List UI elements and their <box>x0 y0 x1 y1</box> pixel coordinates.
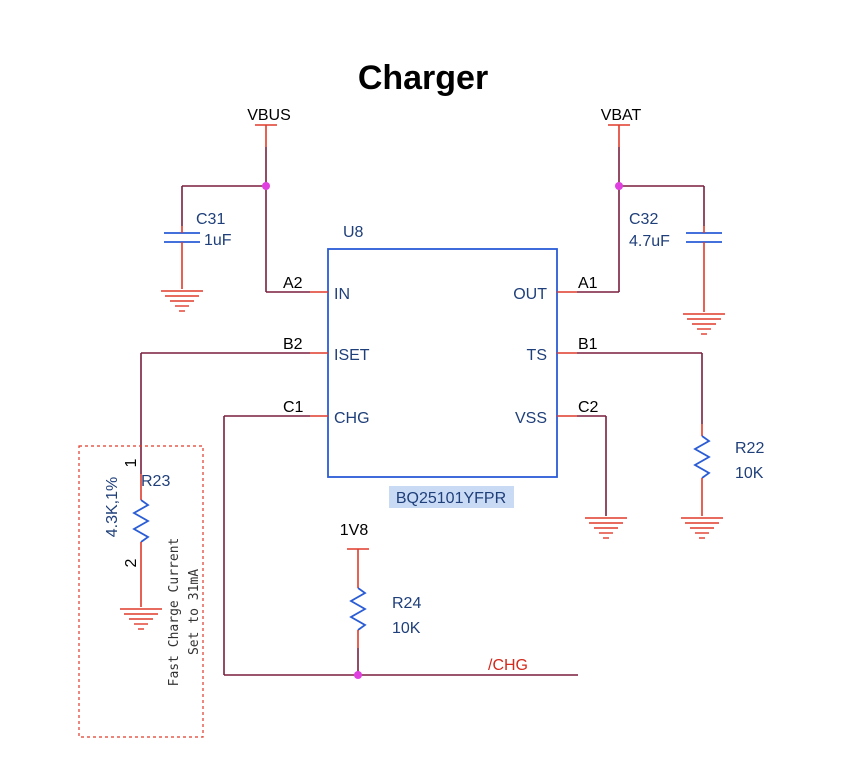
pin-c1-number: C1 <box>283 399 304 416</box>
junction-dot <box>354 671 362 679</box>
ic-ref: U8 <box>343 224 364 241</box>
ic-body <box>327 248 558 478</box>
pin-c2-name: VSS <box>515 410 547 427</box>
pin-a1-number: A1 <box>578 275 598 292</box>
resistor-r22: R22 10K <box>693 424 764 516</box>
r22-value: 10K <box>735 465 764 482</box>
vss-wires <box>577 415 607 516</box>
note-text: Fast Charge Current Set to 31mA <box>167 538 202 687</box>
c32-value: 4.7uF <box>629 233 670 250</box>
chg-net-label: /CHG <box>488 657 528 674</box>
r24-ref: R24 <box>392 595 421 612</box>
v1v8-label: 1V8 <box>340 522 369 539</box>
vbus-wires <box>181 147 310 293</box>
pin-a1-name: OUT <box>513 286 547 303</box>
ground-symbol <box>683 313 725 335</box>
c32-ref: C32 <box>629 211 658 228</box>
v1v8-power-port: 1V8 <box>340 522 369 588</box>
ground-symbol <box>161 290 203 312</box>
c31-ref: C31 <box>196 211 225 228</box>
pin-b2-number: B2 <box>283 336 303 353</box>
vbus-power-port: VBUS <box>247 107 291 147</box>
capacitor-c31: C31 1uF <box>164 211 232 289</box>
pin-c2-number: C2 <box>578 399 599 416</box>
pin-b2-name: ISET <box>334 347 370 364</box>
note-line1: Fast Charge Current <box>167 538 182 687</box>
vbat-label: VBAT <box>601 107 642 124</box>
r23-ref: R23 <box>141 473 170 490</box>
vbat-wires <box>577 147 705 293</box>
schematic-title: Charger <box>358 59 488 97</box>
chg-wires <box>223 415 578 676</box>
vbus-label: VBUS <box>247 107 291 124</box>
junction-dot <box>262 182 270 190</box>
r24-value: 10K <box>392 620 421 637</box>
ground-symbol <box>681 517 723 539</box>
iset-wires <box>140 352 310 474</box>
junction-dot <box>615 182 623 190</box>
r23-pin1: 1 <box>123 458 140 467</box>
pin-b1-name: TS <box>527 347 547 364</box>
pin-c1-name: CHG <box>334 410 370 427</box>
pin-a2-number: A2 <box>283 275 303 292</box>
ground-symbol <box>120 608 162 630</box>
ground-symbol <box>585 517 627 539</box>
pin-b1-number: B1 <box>578 336 598 353</box>
ic-part-number: BQ25101YFPR <box>396 490 506 507</box>
r23-pin2: 2 <box>123 558 140 567</box>
note-line2: Set to 31mA <box>187 569 202 655</box>
r22-ref: R22 <box>735 440 764 457</box>
capacitor-c32: C32 4.7uF <box>629 211 722 312</box>
r23-value: 4.3K,1% <box>104 477 121 537</box>
resistor-r24: R24 10K <box>349 587 421 648</box>
note-box <box>78 445 204 738</box>
ic-u8: U8 BQ25101YFPR A2 IN B2 ISET C1 CHG A1 O… <box>283 224 599 508</box>
vbat-power-port: VBAT <box>601 107 642 147</box>
ts-wires <box>577 352 703 424</box>
part-highlight <box>389 486 514 508</box>
pin-a2-name: IN <box>334 286 350 303</box>
c31-value: 1uF <box>204 232 232 249</box>
resistor-r23: R23 1 2 4.3K,1% <box>104 458 170 607</box>
